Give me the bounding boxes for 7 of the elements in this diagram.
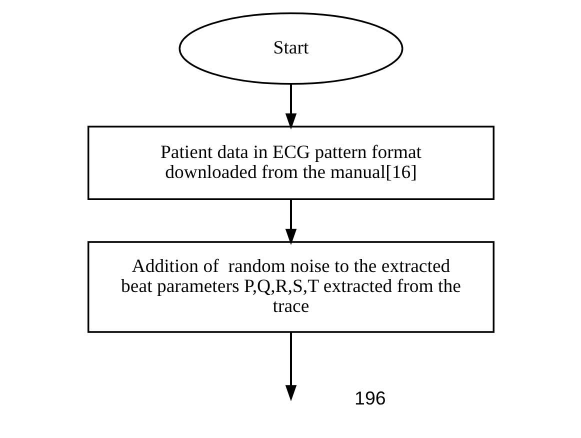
arrow [284,84,296,130]
node-box: Patient data in ECG pattern format downloaded from the manual[16] [87,126,494,200]
node-ellipse: Start [178,12,403,85]
node-box: Addition of random noise to the extracted beat parameters P,Q,R,S,T extracted from the trace [87,241,494,333]
arrow [284,332,296,402]
label: 196 [354,388,386,409]
arrow [284,199,296,246]
